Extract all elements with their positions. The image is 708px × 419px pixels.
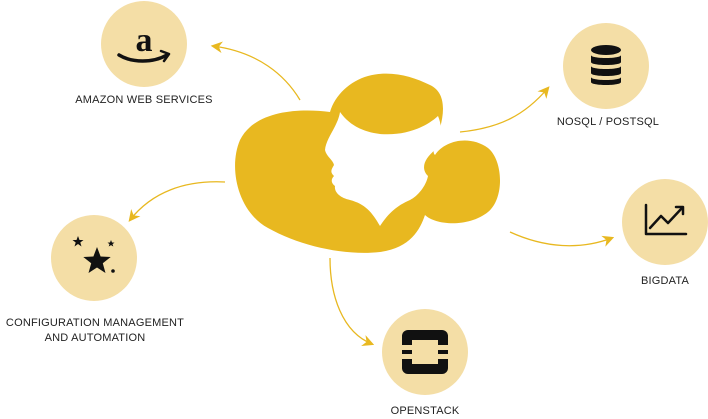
label-openstack: OPENSTACK [355,404,495,419]
node-openstack [382,309,468,395]
node-aws: a [101,1,187,87]
database-icon [591,45,621,85]
cloud-with-face-profile-icon [235,73,501,253]
label-config: CONFIGURATION MANAGEMENT AND AUTOMATION [0,316,190,346]
trend-chart-icon [644,203,688,236]
arrow-to-aws [210,41,301,101]
label-aws-line-1: AMAZON WEB SERVICES [75,94,213,106]
arrow-to-nosql [459,86,550,133]
label-bigdata-line-1: BIGDATA [640,275,690,287]
label-openstack-line-1: OPENSTACK [390,405,460,417]
svg-text:a: a [136,22,153,59]
node-bigdata [622,179,708,265]
arrow-to-openstack [329,257,375,346]
stars-icon [72,236,115,273]
label-nosql: NOSQL / POSTSQL [528,115,688,130]
node-config [51,215,137,301]
amazon-logo-icon: a [117,22,171,63]
label-config-line-1: CONFIGURATION MANAGEMENT [5,317,185,329]
openstack-logo-icon [402,330,448,374]
label-aws: AMAZON WEB SERVICES [64,93,224,108]
label-config-line-2: AND AUTOMATION [44,332,146,344]
arrow-to-config [128,181,226,222]
label-bigdata: BIGDATA [605,274,708,289]
label-nosql-line-1: NOSQL / POSTSQL [556,116,660,128]
arrow-to-bigdata [509,231,615,247]
node-nosql [563,23,649,109]
